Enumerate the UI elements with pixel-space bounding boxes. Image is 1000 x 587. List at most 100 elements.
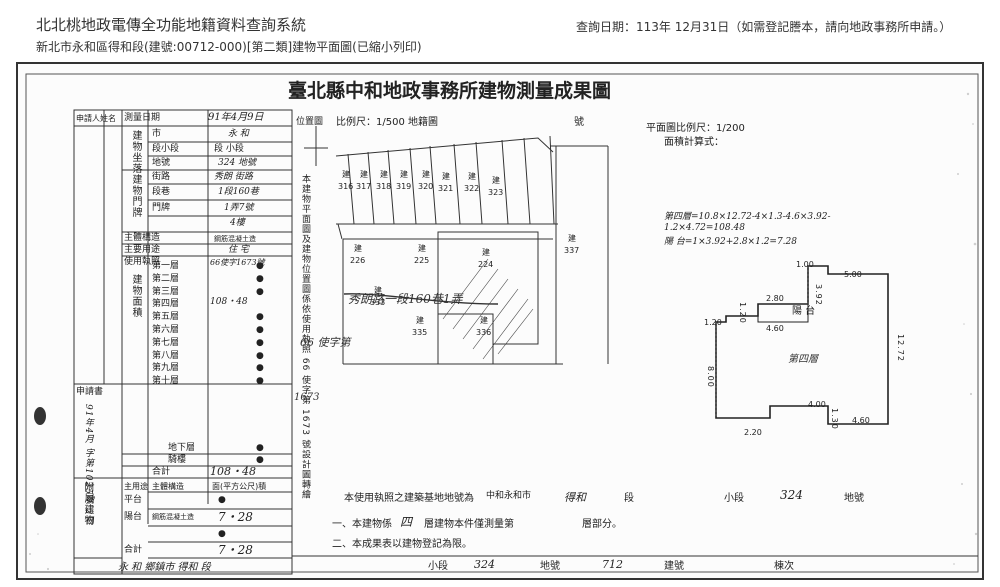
- license-value: 66使字1673號: [210, 258, 265, 267]
- system-title: 北北桃地政電傳全功能地籍資料查詢系統: [36, 16, 307, 34]
- dimension-label: 5.00: [844, 270, 862, 279]
- road-text: 秀朗路一段160巷1弄: [348, 292, 463, 306]
- dimension-label: 8.00: [706, 366, 715, 388]
- plan-floor-label: 第四層: [788, 354, 818, 365]
- lot-mark: 建: [380, 170, 388, 179]
- total-label: 合計: [152, 467, 171, 477]
- floor-row-label: 第三層: [152, 286, 180, 297]
- main-use-value: 住 宅: [228, 245, 249, 255]
- lot-mark: 建: [482, 248, 490, 257]
- city-label: 市: [152, 129, 162, 139]
- dimension-label: 4.00: [808, 400, 826, 409]
- dimension-label: 1.20: [704, 318, 722, 327]
- balcony-formula: 陽 台=1×3.92+2.8×1.2=7.28: [664, 237, 797, 247]
- lot-mark: 建: [354, 244, 362, 253]
- city-value: 永 和: [228, 129, 249, 139]
- floor-row-label: 第二層: [152, 273, 180, 284]
- map-license-note: 66 使字第: [300, 336, 351, 349]
- floor-plan-drawing: [715, 265, 889, 425]
- floor-value: 4樓: [230, 218, 245, 228]
- land-no-label: 地號: [152, 158, 171, 168]
- floor-row-dot: ●: [256, 273, 264, 284]
- applicant-label: 申請人姓名: [76, 114, 116, 123]
- street-value: 秀朗 街路: [214, 172, 253, 182]
- note-land-no-label: 地號: [844, 493, 864, 504]
- annex-head-use: 主用途: [124, 482, 148, 491]
- plan-balcony-label: 陽 台: [792, 306, 816, 317]
- lot-number: 316: [338, 182, 354, 191]
- lot-number: 323: [488, 188, 504, 197]
- annex-row-use: 平台: [124, 495, 143, 505]
- lot-mark: 建: [342, 170, 350, 179]
- floor-row-dot: ●: [256, 376, 264, 387]
- floor-row-label: 第九層: [152, 363, 180, 374]
- dimension-label: 3.92: [814, 284, 823, 306]
- floor-row-dot: ●: [256, 312, 264, 323]
- lot-mark: 建: [480, 316, 488, 325]
- dimension-label: 4.60: [766, 324, 784, 333]
- lot-number: 225: [414, 256, 430, 265]
- floor-row-label: 第八層: [152, 350, 180, 361]
- door-no-label: 門牌: [152, 203, 171, 213]
- lot-number: 224: [478, 260, 494, 269]
- dimension-label: 1.30: [830, 408, 839, 430]
- annex-row-area: 7・28: [218, 543, 253, 557]
- footer-building-no-label: 建號: [664, 561, 684, 572]
- floor-row-label: 第四層: [152, 299, 180, 310]
- main-structure-label: 主體構造: [124, 233, 161, 243]
- total-value: 108・48: [210, 465, 256, 478]
- annex-row-use: 合計: [124, 545, 143, 555]
- note-line2-end: 層部分。: [582, 519, 622, 530]
- floor-row-label: 第六層: [152, 325, 180, 335]
- left-table-grid: [73, 109, 293, 575]
- floor-row-dot: ●: [256, 443, 264, 453]
- door-no-value: 1弄7號: [224, 203, 254, 213]
- annex-head-struct: 主體構造: [152, 482, 184, 491]
- main-structure-value: 鋼筋混凝土造: [214, 235, 256, 243]
- lot-mark: 建: [418, 244, 426, 253]
- floor-row-label: 第十層: [152, 376, 180, 387]
- footer-land-no: 712: [602, 558, 623, 571]
- lot-number: 335: [412, 328, 428, 337]
- note-line1: 本使用執照之建築基地地號為: [344, 493, 474, 504]
- dimension-label: 4.60: [852, 416, 870, 425]
- dimension-label: 12.72: [896, 334, 905, 362]
- land-no-value: 324 地號: [218, 158, 257, 168]
- floor-row-dot: ●: [256, 350, 264, 361]
- floor-row-dot: ●: [256, 261, 264, 271]
- lot-mark: 建: [422, 170, 430, 179]
- lot-number: 226: [350, 256, 366, 265]
- annex-row-area: ●: [218, 529, 226, 539]
- annex-row-area: ●: [218, 495, 226, 505]
- note-line2-floor: 四: [400, 515, 413, 529]
- dimension-label: 2.20: [744, 428, 762, 437]
- floor-row-dot: ●: [256, 363, 264, 374]
- lot-mark: 建: [400, 170, 408, 179]
- footer-divider: [292, 555, 978, 557]
- punch-hole: [34, 497, 46, 515]
- annex-row-use: 陽台: [124, 512, 143, 522]
- fourth-floor-area: 108・48: [210, 297, 248, 307]
- floor-row-dot: ●: [256, 455, 264, 465]
- footer-subsection: 324: [474, 558, 495, 571]
- lot-mark: 建: [374, 286, 382, 295]
- floor-row-label: 第七層: [152, 337, 180, 348]
- plan-calc-label: 面積計算式：: [664, 137, 724, 148]
- map-license-num: 1673: [294, 392, 320, 403]
- note-subsection-label: 小段: [724, 493, 744, 504]
- note-line2-rest: 層建物本件僅測量第: [424, 519, 514, 530]
- lot-mark: 建: [568, 234, 576, 243]
- footer-subsection-label: 小段: [428, 561, 448, 572]
- apply-label: 申請書: [76, 387, 104, 397]
- note-city: 中和永和市: [486, 491, 532, 501]
- dimension-label: 2.80: [766, 294, 784, 303]
- floor-row-dot: ●: [256, 337, 264, 348]
- lot-mark: 建: [468, 172, 476, 181]
- building-site-label: 建物坐落: [130, 130, 141, 174]
- floor-row-label: 第五層: [152, 312, 180, 323]
- area-label: 建物面積: [130, 274, 141, 318]
- survey-sheet: 臺北縣中和地政事務所建物測量成果圖: [16, 62, 984, 580]
- main-use-label: 主要用途: [124, 245, 161, 255]
- lot-mark: 建: [442, 172, 450, 181]
- location-map-drawing: [304, 126, 609, 365]
